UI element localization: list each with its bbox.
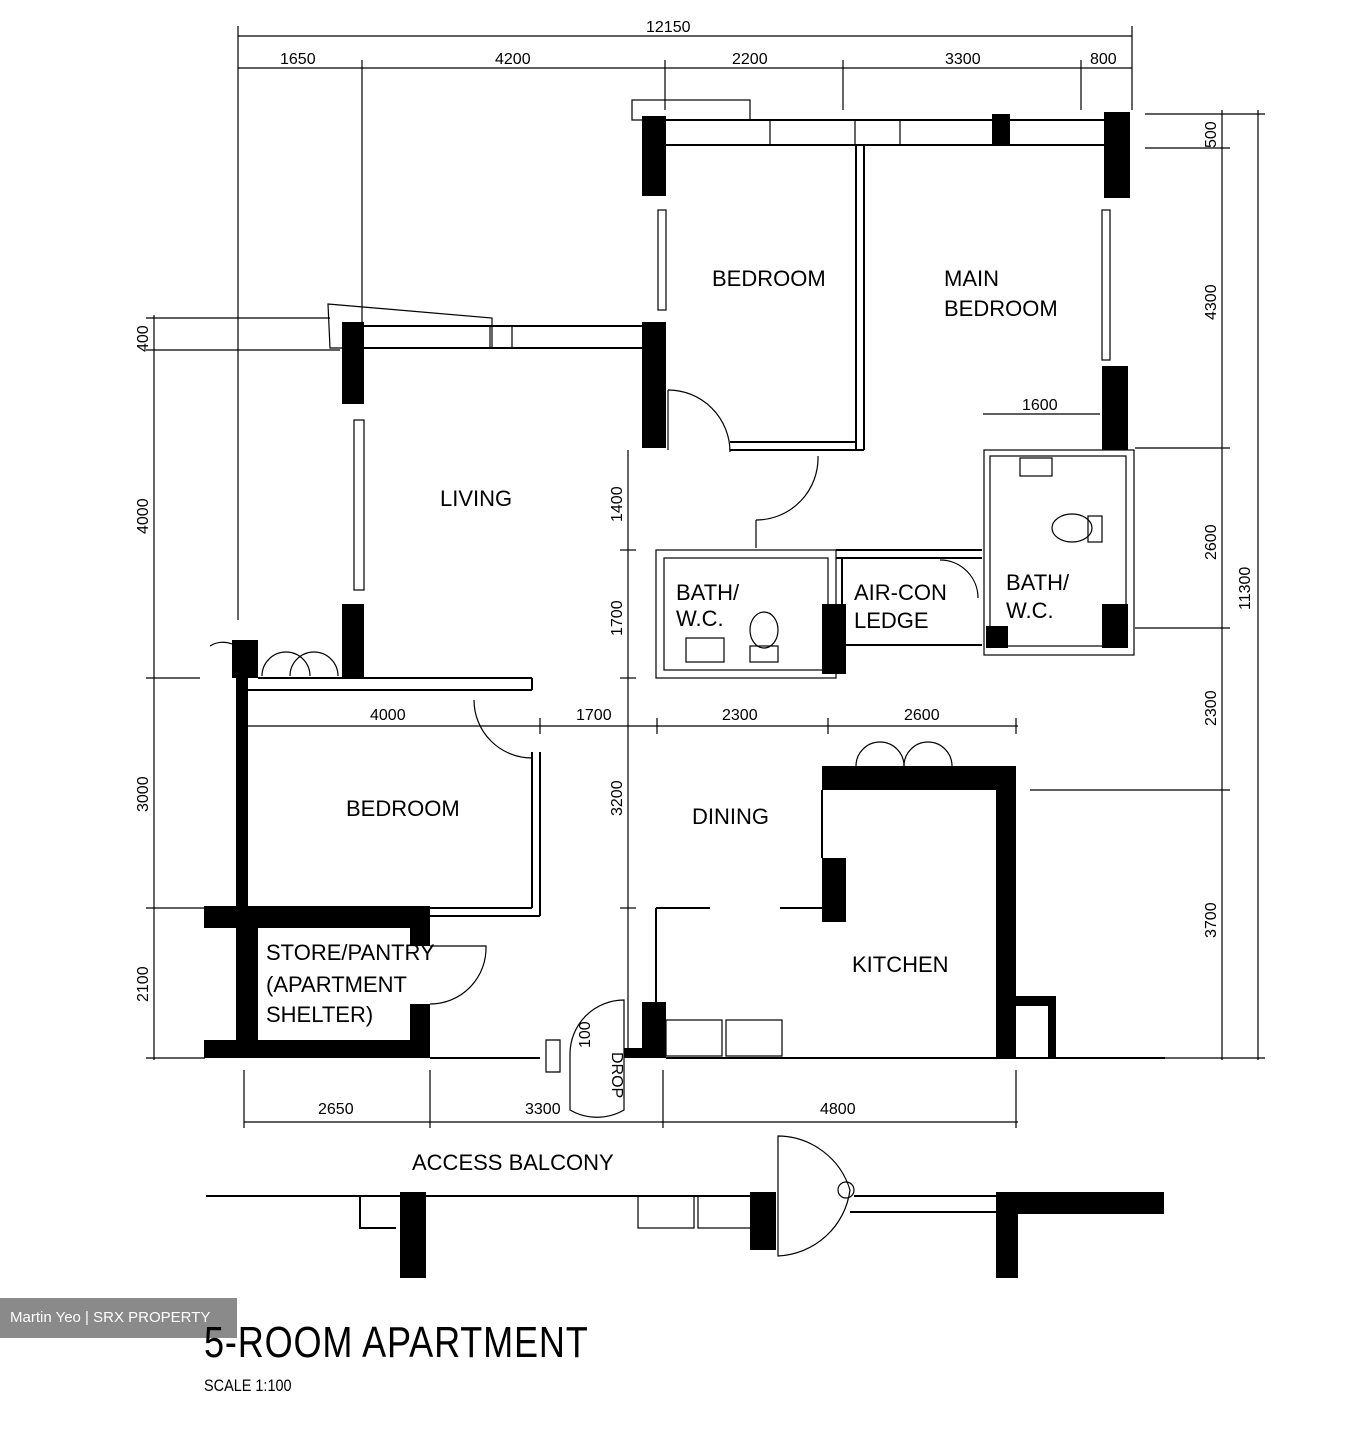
- dim-inner-3200: 3200: [609, 780, 626, 816]
- label-aircon-1: AIR-CON: [854, 580, 947, 605]
- label-bath2-2: W.C.: [1006, 598, 1054, 623]
- dim-mid-2: 1700: [576, 707, 612, 724]
- dim-left-1: 400: [135, 325, 152, 352]
- dim-mid-1: 4000: [370, 707, 406, 724]
- label-access-balcony: ACCESS BALCONY: [412, 1150, 614, 1175]
- dim-bottom-1: 2650: [318, 1101, 354, 1118]
- label-main-bedroom-2: BEDROOM: [944, 296, 1058, 321]
- dim-top-2: 4200: [495, 51, 531, 68]
- dim-bottom-3: 4800: [820, 1101, 856, 1118]
- sanitary-fixtures: [685, 457, 1103, 663]
- dim-mid-4: 2600: [904, 707, 940, 724]
- dim-inner-1700: 1700: [609, 600, 626, 636]
- room-labels: BEDROOM MAIN BEDROOM LIVING BATH/ W.C. A…: [266, 266, 1070, 1175]
- dim-right-1: 500: [1203, 121, 1220, 148]
- dim-right-2: 4300: [1203, 284, 1220, 320]
- dim-inner-1400: 1400: [609, 486, 626, 522]
- dim-top-5: 800: [1090, 51, 1117, 68]
- dim-right-3: 2600: [1203, 524, 1220, 560]
- label-main-bedroom-1: MAIN: [944, 266, 999, 291]
- label-bedroom-top: BEDROOM: [712, 266, 826, 291]
- label-dining: DINING: [692, 804, 769, 829]
- label-drop-2: DROP: [608, 1052, 625, 1098]
- dim-right-total: 11300: [1237, 567, 1254, 610]
- dim-left-4: 2100: [135, 966, 152, 1002]
- walls: [204, 99, 1165, 1278]
- door-swings: [209, 389, 979, 1257]
- dimension-labels: 12150 1650 4200 2200 3300 800 500 4300 2…: [135, 19, 1254, 1118]
- plan-title: 5-ROOM APARTMENT: [204, 1318, 589, 1367]
- dim-top-1: 1650: [280, 51, 316, 68]
- label-drop-1: 100: [577, 1021, 594, 1048]
- label-bath1-1: BATH/: [676, 580, 740, 605]
- label-store-3: SHELTER): [266, 1002, 373, 1027]
- dim-right-5: 3700: [1203, 902, 1220, 938]
- dim-top-3: 2200: [732, 51, 768, 68]
- label-store-1: STORE/PANTRY: [266, 940, 435, 965]
- dim-top-4: 3300: [945, 51, 981, 68]
- label-kitchen: KITCHEN: [852, 952, 949, 977]
- dim-right-4: 2300: [1203, 690, 1220, 726]
- label-aircon-2: LEDGE: [854, 608, 929, 633]
- dim-bottom-2: 3300: [525, 1101, 561, 1118]
- dim-top-total: 12150: [646, 19, 691, 36]
- dim-inner-1600: 1600: [1022, 397, 1058, 414]
- label-bath1-2: W.C.: [676, 606, 724, 631]
- watermark: Martin Yeo | SRX PROPERTY: [0, 1298, 237, 1338]
- dim-left-2: 4000: [135, 498, 152, 534]
- dim-mid-3: 2300: [722, 707, 758, 724]
- label-living: LIVING: [440, 486, 512, 511]
- label-bedroom-left: BEDROOM: [346, 796, 460, 821]
- label-bath2-1: BATH/: [1006, 570, 1070, 595]
- plan-scale: SCALE 1:100: [204, 1376, 292, 1395]
- dim-left-3: 3000: [135, 776, 152, 812]
- label-store-2: (APARTMENT: [266, 972, 407, 997]
- dimension-lines: [146, 26, 1265, 1128]
